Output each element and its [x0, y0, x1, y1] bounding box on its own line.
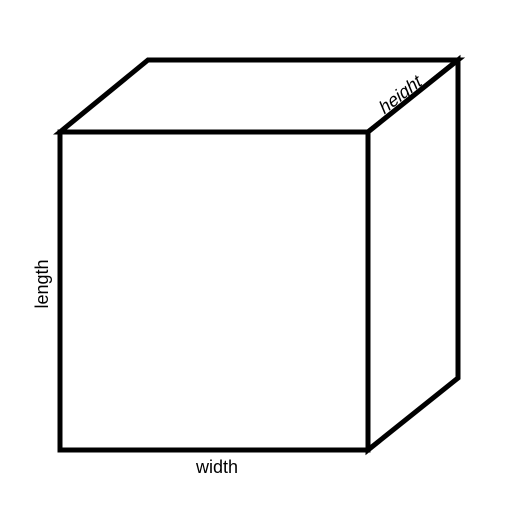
cube-right-face: [365, 54, 461, 456]
width-label: width: [195, 457, 238, 477]
length-label: length: [32, 259, 52, 308]
cube-front-face: [57, 129, 371, 453]
